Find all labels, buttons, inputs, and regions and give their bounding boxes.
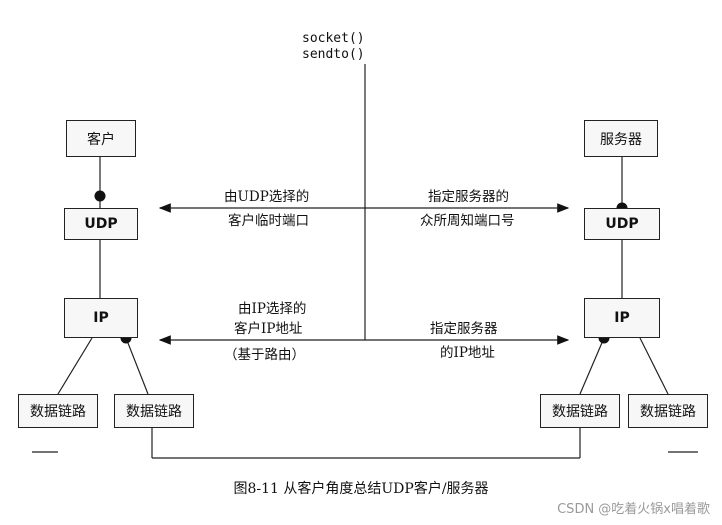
ip-left-note-line1: 由IP选择的 xyxy=(238,301,307,317)
udp-left-note-line2: 客户临时端口 xyxy=(228,213,309,229)
client-udp-box: UDP xyxy=(64,208,138,240)
client-app-box: 客户 xyxy=(66,120,136,157)
ip-left-note-line2: 客户IP地址 xyxy=(234,321,303,337)
figure-caption: 图8-11 从客户角度总结UDP客户/服务器 xyxy=(233,481,489,497)
server-udp-box: UDP xyxy=(584,208,660,240)
client-link2-box: 数据链路 xyxy=(114,394,194,428)
api-sendto-label: sendto() xyxy=(302,47,365,62)
ip-left-note-line3: （基于路由） xyxy=(224,347,305,363)
ip-right-note-line1: 指定服务器 xyxy=(430,321,498,337)
api-socket-label: socket() xyxy=(302,31,365,46)
server-ip-box: IP xyxy=(584,298,660,338)
udp-right-note-line2: 众所周知端口号 xyxy=(420,213,515,229)
server-link1-box: 数据链路 xyxy=(540,394,620,428)
watermark: CSDN @吃着火锅x唱着歌 xyxy=(557,502,710,517)
ip-right-note-line2: 的IP地址 xyxy=(440,345,495,361)
client-ip-link2-line xyxy=(125,337,149,395)
udp-left-note-line1: 由UDP选择的 xyxy=(224,189,310,205)
server-ip-link1-line xyxy=(579,337,605,395)
server-link2-box: 数据链路 xyxy=(628,394,708,428)
server-app-box: 服务器 xyxy=(584,120,658,157)
server-ip-link2-line xyxy=(639,337,669,395)
client-ip-box: IP xyxy=(64,298,138,338)
udp-right-note-line1: 指定服务器的 xyxy=(428,189,509,205)
client-ip-link1-line xyxy=(57,337,93,395)
client-link1-box: 数据链路 xyxy=(18,394,98,428)
client-port-dot xyxy=(94,190,106,202)
